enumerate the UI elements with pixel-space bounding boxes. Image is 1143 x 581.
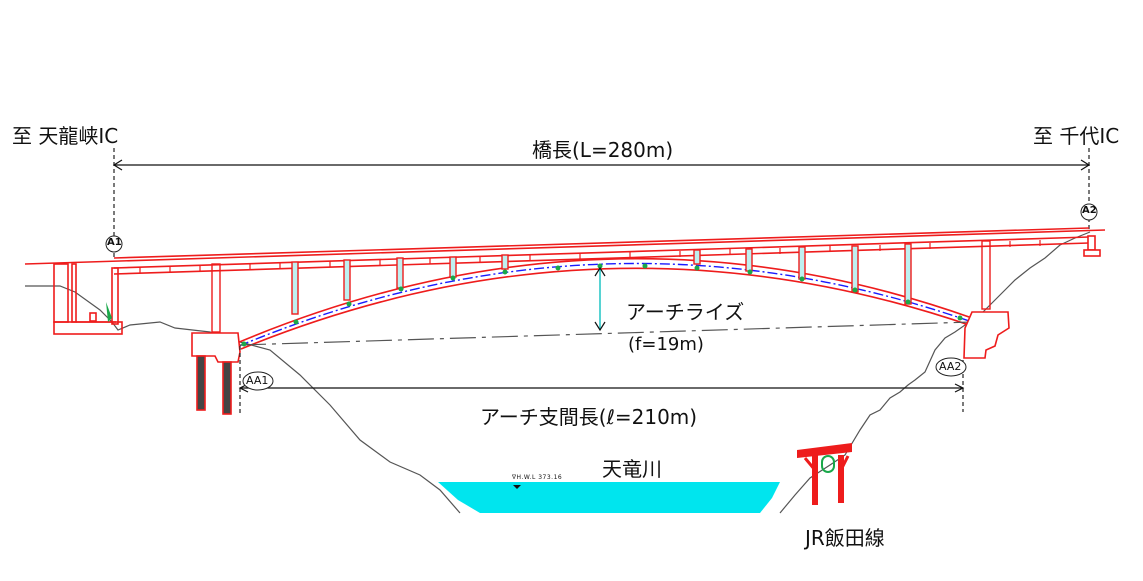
arch-rise-label: アーチライズ [626,300,745,324]
direction-label-right: 至 千代IC [1033,124,1120,148]
arch-abutment-aa1-label: AA1 [246,374,269,387]
arch-foundation-aa1 [191,332,241,415]
bridge-length-label: 橋長(L=280m) [532,138,674,162]
arch-span-dimension [238,346,967,414]
arch-foundation-aa2 [963,311,1010,359]
railway-label: JR飯田線 [805,526,885,550]
abutment-a1 [53,263,123,335]
arch-rise-value-label: (f=19m) [628,334,704,355]
abutment-a1-marker [105,235,123,253]
river-tenryu [438,482,780,513]
jr-iida-line-structure [797,443,852,505]
arch-abutment-aa2-label: AA2 [939,360,962,373]
arch-rise-dimension [594,266,606,332]
ground-profile [25,231,1091,514]
bridge-deck [24,227,1106,275]
water-level-label: ∇H.W.L 373.16 [512,474,563,481]
abutment-a2-marker [1080,203,1098,221]
river-label: 天竜川 [602,457,662,481]
direction-label-left: 至 天龍峡IC [12,124,119,148]
arch-rib [236,257,973,350]
abutment-a2-label: A2 [1082,205,1097,216]
arch-joints [241,263,963,347]
arch-spring-line [239,321,973,346]
arch-span-label: アーチ支間長(ℓ=210m) [480,405,698,429]
abutment-a2 [1083,235,1101,257]
deck-ribs [139,240,1041,273]
abutment-a1-label: A1 [107,237,122,248]
